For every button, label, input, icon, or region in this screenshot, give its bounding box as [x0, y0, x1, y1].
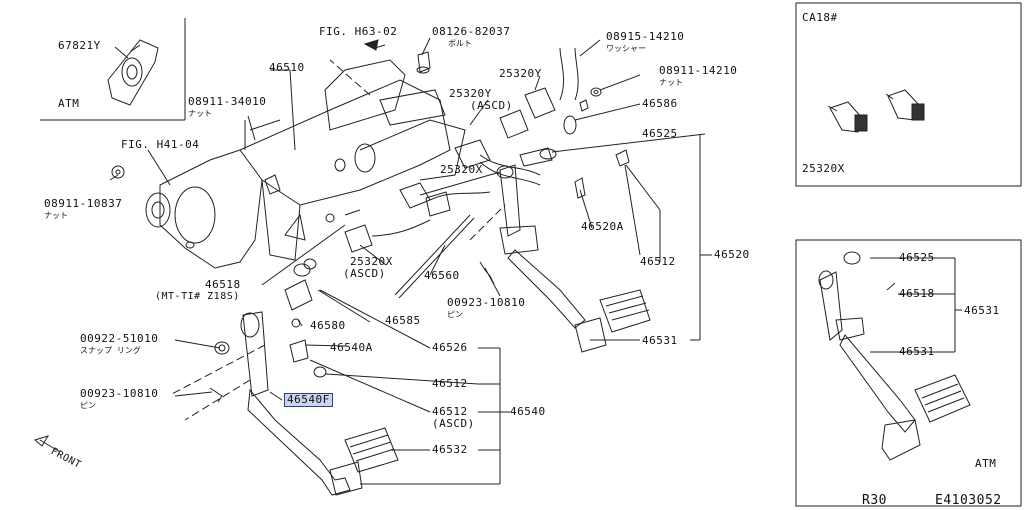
part-label-46540a[interactable]: 46540A — [330, 341, 373, 354]
part-note-46512-ascd: (ASCD) — [432, 417, 475, 430]
part-label-46512-mid[interactable]: 46512 — [432, 377, 468, 390]
part-label-46586[interactable]: 46586 — [642, 97, 678, 110]
part-label-25320x-ca18[interactable]: 25320X — [802, 162, 845, 175]
inset-ca18-title: CA18# — [802, 11, 838, 24]
part-label-08911-34010[interactable]: 08911-34010 — [188, 95, 267, 108]
part-label-00922-51010[interactable]: 00922-51010 — [80, 332, 159, 345]
part-label-25320x-ascd[interactable]: 25320X — [350, 255, 393, 268]
part-label-08915-14210[interactable]: 08915-14210 — [606, 30, 685, 43]
part-label-46526[interactable]: 46526 — [432, 341, 468, 354]
part-label-46520-atm[interactable]: 46531 — [964, 304, 1000, 317]
part-label-00923-10810-b[interactable]: 00923-10810 — [80, 387, 159, 400]
part-label-46525-atm[interactable]: 46525 — [899, 251, 935, 264]
part-label-46518-atm[interactable]: 46518 — [899, 287, 935, 300]
switch-25320x-drawing — [827, 89, 925, 133]
stop-switch-drawings — [344, 47, 579, 253]
inset-atm-tag: ATM — [58, 97, 80, 110]
part-label-46540f-highlighted[interactable]: 46540F — [284, 393, 333, 407]
part-label-46520a[interactable]: 46520A — [581, 220, 624, 233]
part-jp-08911-34010: ナット — [188, 109, 212, 118]
fig-ref-h63-02[interactable]: FIG. H63-02 — [319, 25, 398, 38]
center-lines — [169, 59, 506, 421]
inset-atm-top-border — [40, 18, 186, 121]
part-jp-08126: ボルト — [448, 39, 472, 48]
part-note-46518: (MT-TI# Z18S) — [155, 291, 240, 302]
part-label-46525[interactable]: 46525 — [642, 127, 678, 140]
inset-ca18-border — [795, 2, 1022, 187]
accelerator-pedal-drawing — [209, 258, 399, 496]
part-label-46585[interactable]: 46585 — [385, 314, 421, 327]
brake-pedal-drawing — [394, 147, 651, 353]
part-label-46540[interactable]: 46540 — [510, 405, 546, 418]
part-label-46512-top[interactable]: 46512 — [640, 255, 676, 268]
part-jp-08911-10837: ナット — [44, 211, 68, 220]
grommet-67821y-drawing — [107, 39, 159, 106]
part-jp-08911-14210: ナット — [659, 78, 683, 87]
part-label-46532[interactable]: 46532 — [432, 443, 468, 456]
part-label-00923-10810-a[interactable]: 00923-10810 — [447, 296, 526, 309]
part-label-46560[interactable]: 46560 — [424, 269, 460, 282]
model-code: R30 — [862, 493, 887, 508]
part-note-25320y-ascd: (ASCD) — [470, 99, 513, 112]
part-label-25320y-ascd[interactable]: 25320Y — [449, 87, 492, 100]
part-label-08911-14210[interactable]: 08911-14210 — [659, 64, 738, 77]
part-label-46510[interactable]: 46510 — [269, 61, 305, 74]
part-note-25320x-ascd: (ASCD) — [343, 267, 386, 280]
part-label-08126-82037[interactable]: 08126-82037 — [432, 25, 511, 38]
pedal-bracket-drawing — [145, 59, 466, 269]
part-jp-00922: スナップ リング — [80, 346, 141, 355]
part-jp-00923-a: ピン — [447, 310, 463, 319]
bolt-drawings — [111, 51, 630, 199]
inset-atm-right-tag: ATM — [975, 457, 997, 470]
part-label-46518[interactable]: 46518 — [205, 278, 241, 291]
part-label-25320y-a[interactable]: 25320Y — [499, 67, 542, 80]
part-label-46531-atm[interactable]: 46531 — [899, 345, 935, 358]
inset-atm-right-border — [795, 239, 1022, 507]
part-label-46520[interactable]: 46520 — [714, 248, 750, 261]
part-label-46531[interactable]: 46531 — [642, 334, 678, 347]
part-label-46512-ascd[interactable]: 46512 — [432, 405, 468, 418]
part-label-46580[interactable]: 46580 — [310, 319, 346, 332]
leader-lines — [109, 37, 712, 485]
part-jp-00923-b: ピン — [80, 401, 96, 410]
fig-ref-h41-04[interactable]: FIG. H41-04 — [121, 138, 200, 151]
part-jp-08915: ワッシャー — [606, 44, 646, 53]
part-label-08911-10837[interactable]: 08911-10837 — [44, 197, 123, 210]
atm-brake-pedal-drawing — [818, 251, 971, 461]
diagram-code: E4103052 — [935, 493, 1002, 508]
arrow-markers — [33, 39, 379, 453]
part-label-25320x[interactable]: 25320X — [440, 163, 483, 176]
part-label-67821y[interactable]: 67821Y — [58, 39, 101, 52]
